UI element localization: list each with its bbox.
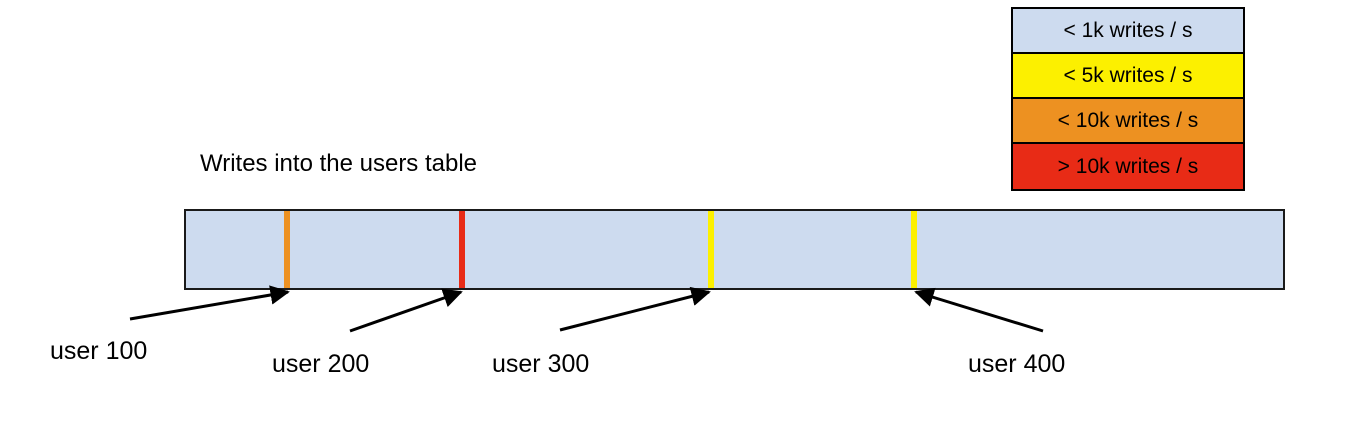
- label-user-200: user 200: [272, 350, 370, 378]
- marker-user-400: [911, 211, 917, 288]
- legend-label-over-10k: > 10k writes / s: [1057, 154, 1199, 178]
- legend-row-over-10k: > 10k writes / s: [1013, 144, 1243, 189]
- legend-label-under-5k: < 5k writes / s: [1063, 63, 1193, 87]
- legend-label-under-10k: < 10k writes / s: [1057, 108, 1199, 132]
- users-table-bar: [184, 209, 1285, 290]
- bar-title: Writes into the users table: [200, 150, 478, 177]
- legend-row-under-5k: < 5k writes / s: [1013, 54, 1243, 99]
- legend-row-under-10k: < 10k writes / s: [1013, 99, 1243, 144]
- legend: < 1k writes / s < 5k writes / s < 10k wr…: [1011, 7, 1245, 191]
- marker-user-100: [284, 211, 290, 288]
- label-user-400: user 400: [968, 350, 1066, 378]
- label-user-100: user 100: [50, 337, 148, 365]
- label-user-300: user 300: [492, 350, 590, 378]
- marker-user-200: [459, 211, 465, 288]
- legend-label-under-1k: < 1k writes / s: [1063, 18, 1193, 42]
- arrow-user-200: [349, 288, 463, 333]
- arrow-user-400: [914, 287, 1044, 333]
- legend-row-under-1k: < 1k writes / s: [1013, 9, 1243, 54]
- arrow-user-100: [129, 285, 290, 321]
- arrow-user-300: [559, 286, 711, 332]
- marker-user-300: [708, 211, 714, 288]
